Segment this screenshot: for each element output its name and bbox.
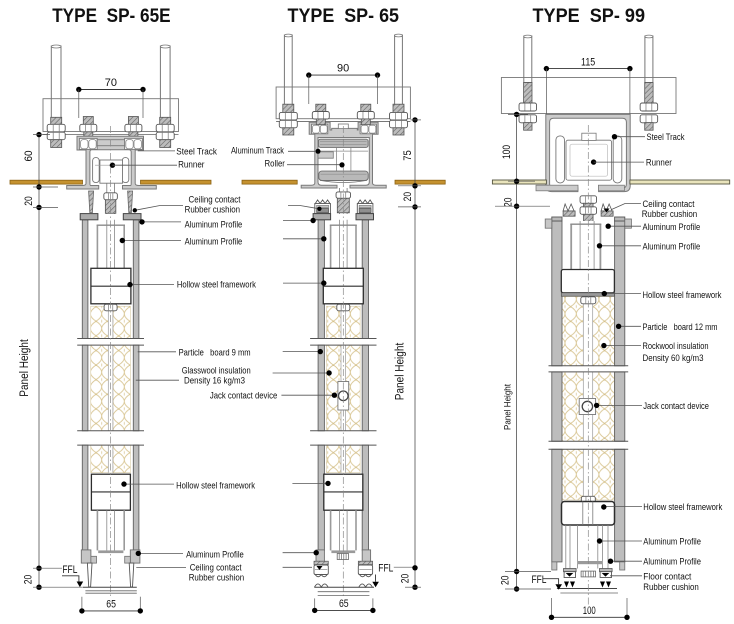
svg-text:Aluminum Profile: Aluminum Profile <box>643 536 701 546</box>
svg-text:Glasswool insulation: Glasswool insulation <box>182 366 251 376</box>
svg-text:Rubber cushion: Rubber cushion <box>185 205 241 215</box>
svg-text:Particle board 9 mm: Particle board 9 mm <box>179 348 251 358</box>
svg-text:Density 60 kg/m3: Density 60 kg/m3 <box>643 353 704 363</box>
svg-text:Hollow steel framework: Hollow steel framework <box>643 502 722 512</box>
svg-text:Ceiling contact: Ceiling contact <box>190 563 242 573</box>
svg-text:Ceiling contact: Ceiling contact <box>189 195 241 205</box>
svg-text:FFL: FFL <box>378 563 393 575</box>
svg-text:90: 90 <box>337 63 349 75</box>
svg-text:Panel Height: Panel Height <box>395 342 407 400</box>
svg-text:20: 20 <box>402 192 414 202</box>
svg-text:Rockwool insulation: Rockwool insulation <box>643 341 709 351</box>
svg-text:Floor contact: Floor contact <box>643 571 691 581</box>
svg-text:Aluminum Track: Aluminum Track <box>231 145 284 155</box>
svg-text:Panel Height: Panel Height <box>503 384 514 430</box>
svg-text:Aluminum Profile: Aluminum Profile <box>643 222 701 232</box>
svg-text:20: 20 <box>23 196 35 206</box>
svg-text:Roller: Roller <box>265 159 285 169</box>
svg-text:TYPE SP- 65: TYPE SP- 65 <box>288 5 400 27</box>
svg-text:Panel Height: Panel Height <box>19 339 31 397</box>
svg-text:Aluminum Profile: Aluminum Profile <box>185 237 243 247</box>
svg-text:Runner: Runner <box>178 160 204 170</box>
svg-text:Aluminum Profile: Aluminum Profile <box>185 220 243 230</box>
svg-text:Hollow steel framework: Hollow steel framework <box>643 290 722 300</box>
svg-text:Steel Track: Steel Track <box>647 132 685 142</box>
svg-text:70: 70 <box>105 77 117 89</box>
svg-text:20: 20 <box>400 574 412 584</box>
svg-text:20: 20 <box>500 575 512 585</box>
svg-text:20: 20 <box>23 575 35 585</box>
svg-text:Density 16 kg/m3: Density 16 kg/m3 <box>184 376 245 386</box>
svg-text:65: 65 <box>339 598 349 610</box>
svg-text:Ceiling contact: Ceiling contact <box>643 199 695 209</box>
svg-text:TYPE SP- 99: TYPE SP- 99 <box>533 5 646 27</box>
svg-text:Rubber cushion: Rubber cushion <box>643 582 699 592</box>
svg-text:75: 75 <box>402 150 414 161</box>
svg-text:65: 65 <box>106 599 116 611</box>
svg-text:Jack contact device: Jack contact device <box>210 391 277 401</box>
svg-text:Aluminum Profile: Aluminum Profile <box>643 556 701 566</box>
svg-text:Aluminum Profile: Aluminum Profile <box>643 242 701 252</box>
svg-text:Particle board 12 mm: Particle board 12 mm <box>643 322 718 332</box>
svg-text:115: 115 <box>581 57 595 69</box>
svg-text:Jack contact device: Jack contact device <box>643 401 709 411</box>
svg-text:100: 100 <box>501 145 513 159</box>
svg-text:FFL: FFL <box>532 574 547 586</box>
svg-text:Rubber cushion: Rubber cushion <box>189 573 245 583</box>
svg-text:TYPE SP- 65E: TYPE SP- 65E <box>52 5 170 27</box>
svg-text:20: 20 <box>503 198 515 208</box>
svg-text:Hollow steel framework: Hollow steel framework <box>177 280 256 290</box>
svg-text:Steel Track: Steel Track <box>176 147 217 157</box>
svg-text:Aluminum Profile: Aluminum Profile <box>186 550 244 560</box>
svg-text:100: 100 <box>583 605 596 617</box>
svg-text:60: 60 <box>23 151 35 162</box>
svg-text:Runner: Runner <box>646 158 672 168</box>
svg-text:Rubber cushion: Rubber cushion <box>642 209 698 219</box>
svg-text:FFL: FFL <box>62 564 77 576</box>
svg-text:Hollow steel framework: Hollow steel framework <box>176 481 255 491</box>
